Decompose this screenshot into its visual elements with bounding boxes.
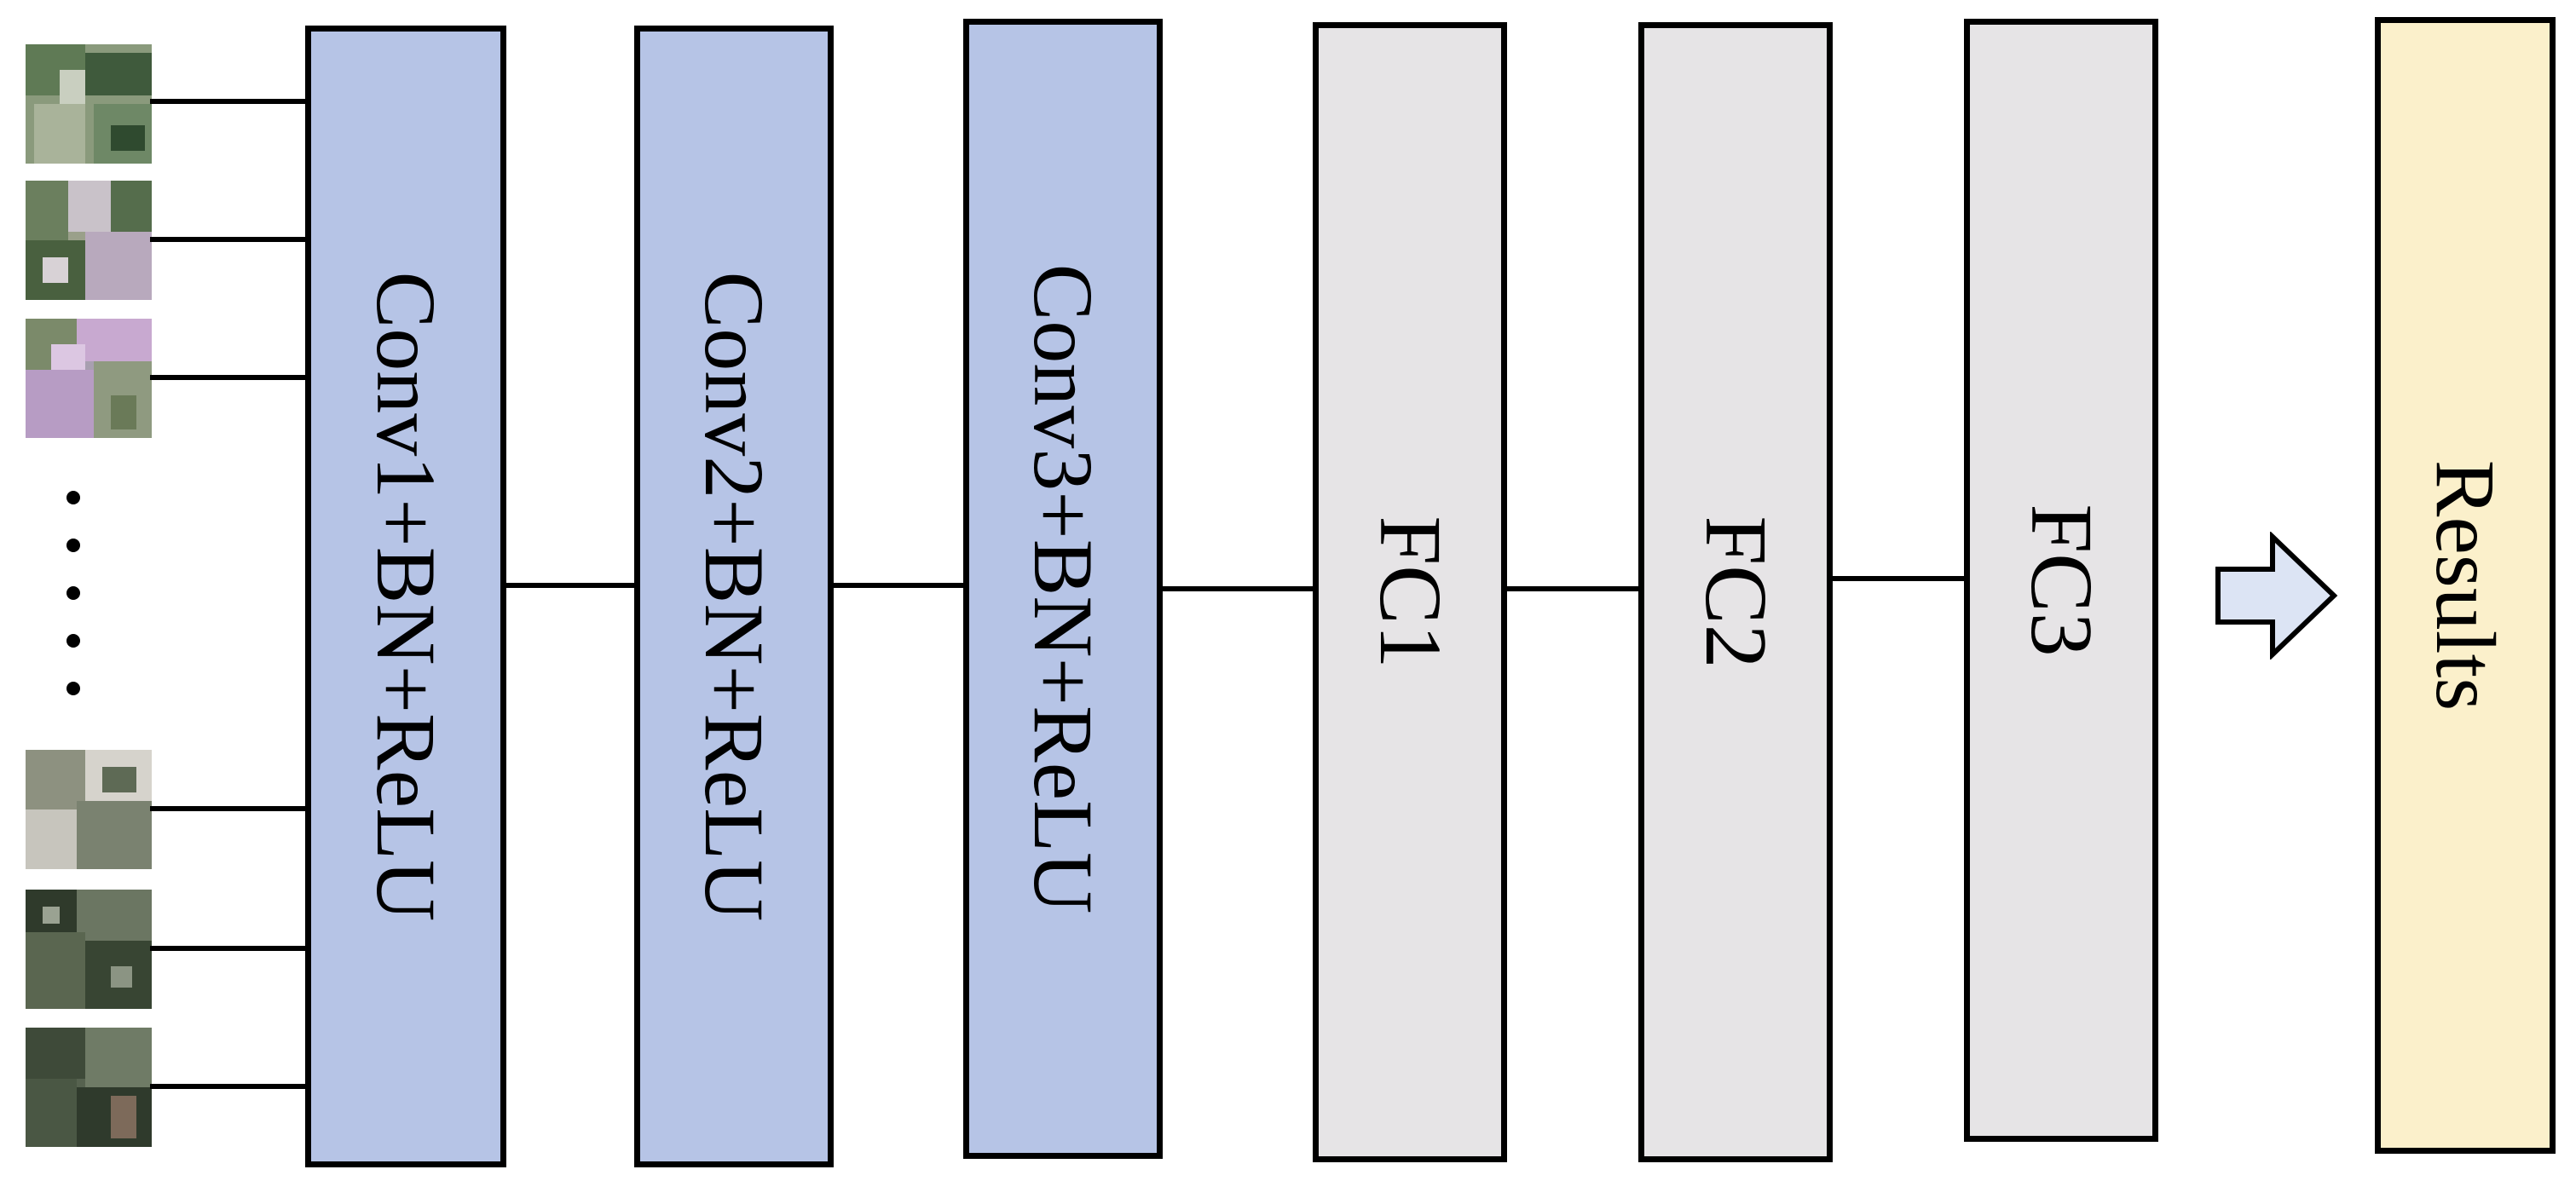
input-image-6 — [26, 1028, 152, 1147]
block-connector — [829, 583, 965, 588]
arrow-right-icon — [2213, 530, 2339, 661]
input-image-1 — [26, 44, 152, 164]
block-label: FC2 — [1687, 516, 1785, 669]
block-connector — [1502, 586, 1642, 591]
block-label: Results — [2418, 459, 2513, 711]
ellipsis-dot — [66, 682, 80, 695]
block-label: FC3 — [2013, 504, 2111, 657]
block-conv2: Conv2+BN+ReLU — [634, 26, 834, 1167]
ellipsis-dot — [66, 634, 80, 648]
block-label: Conv2+BN+ReLU — [687, 271, 782, 922]
input-image-4 — [26, 750, 152, 869]
input-image-3 — [26, 319, 152, 438]
block-connector — [1828, 576, 1969, 581]
block-label: Conv1+BN+ReLU — [359, 271, 453, 922]
block-connector — [1158, 586, 1318, 591]
block-conv1: Conv1+BN+ReLU — [305, 26, 506, 1167]
block-connector — [501, 583, 638, 588]
block-label: FC1 — [1361, 516, 1459, 669]
input-image-5 — [26, 890, 152, 1009]
input-image-2 — [26, 181, 152, 300]
input-connector — [150, 1084, 310, 1089]
block-fc3: FC3 — [1964, 19, 2158, 1142]
block-conv3: Conv3+BN+ReLU — [963, 19, 1163, 1159]
input-ellipsis: …… — [58, 486, 92, 741]
block-label: Conv3+BN+ReLU — [1016, 263, 1111, 914]
ellipsis-dot — [66, 586, 80, 600]
block-fc2: FC2 — [1638, 22, 1833, 1162]
ellipsis-dot — [66, 491, 80, 504]
input-connector — [150, 99, 310, 104]
input-connector — [150, 375, 310, 380]
block-results: Results — [2375, 17, 2556, 1154]
input-connector — [150, 806, 310, 811]
ellipsis-dot — [66, 539, 80, 552]
input-connector — [150, 946, 310, 951]
input-connector — [150, 237, 310, 242]
block-fc1: FC1 — [1313, 22, 1507, 1162]
